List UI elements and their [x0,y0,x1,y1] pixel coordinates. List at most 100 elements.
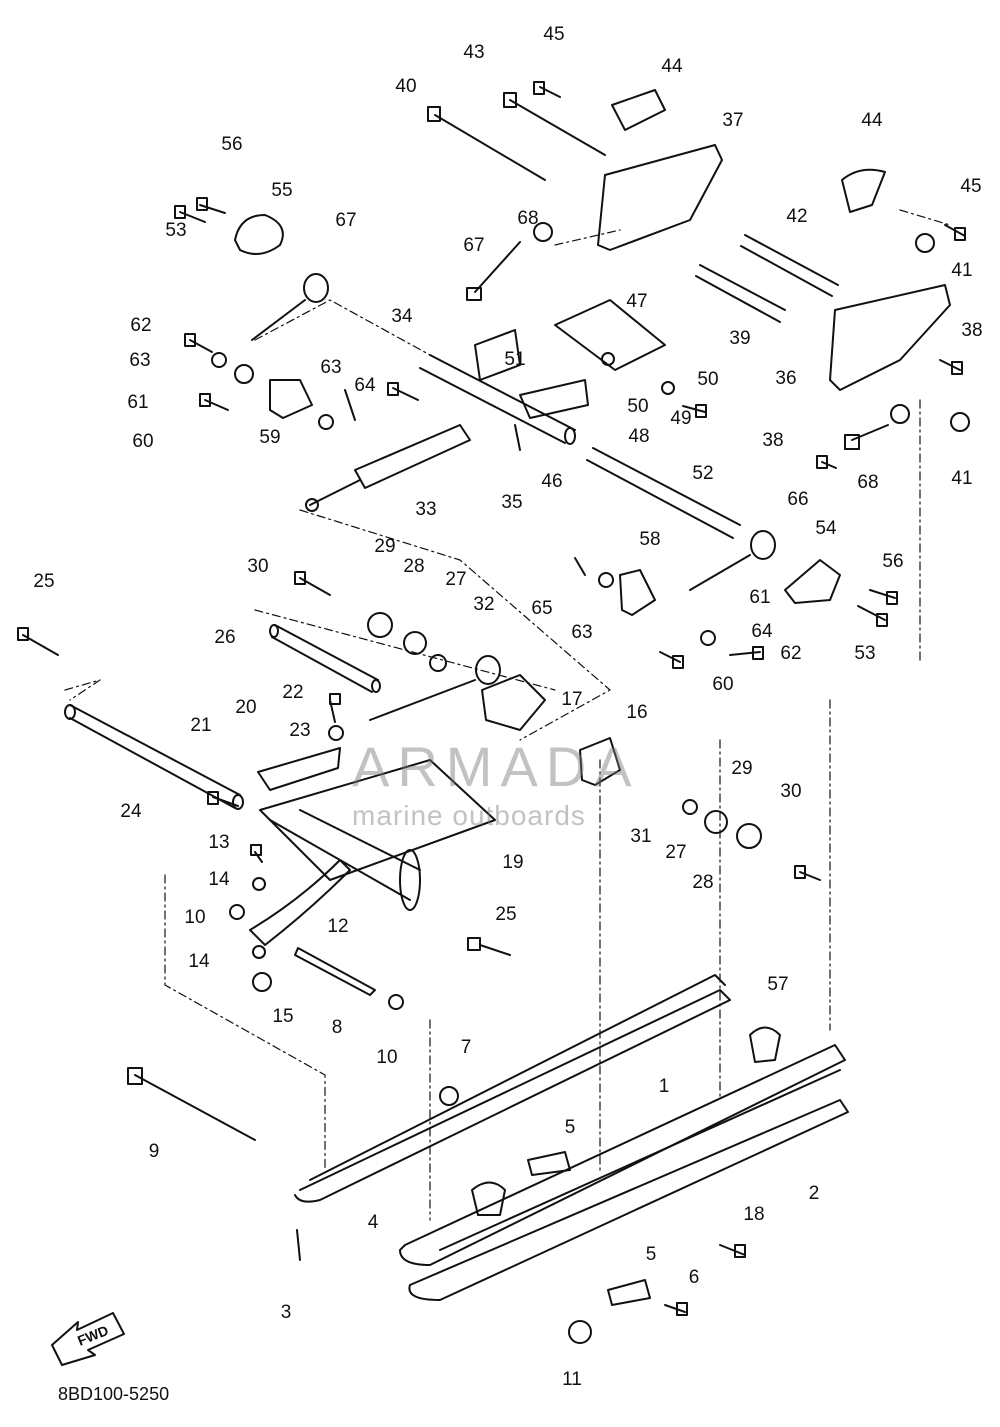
shaft-46 [419,354,576,445]
callout-38: 38 [961,320,982,341]
callout-15: 15 [272,1006,293,1027]
shaft-52 [586,447,741,539]
callout-67: 67 [463,235,484,256]
callout-51: 51 [504,349,525,370]
callout-16: 16 [626,702,647,723]
callout-29: 29 [374,536,395,557]
callout-25: 25 [495,904,516,925]
callout-26: 26 [214,627,235,648]
callout-56: 56 [882,551,903,572]
callout-17: 17 [561,689,582,710]
callout-50: 50 [627,396,648,417]
callout-61: 61 [127,392,148,413]
callout-3: 3 [281,1302,292,1323]
callout-49: 49 [670,408,691,429]
callout-66: 66 [787,489,808,510]
callout-1: 1 [659,1076,670,1097]
callout-67: 67 [335,210,356,231]
callout-13: 13 [208,832,229,853]
callout-68: 68 [517,208,538,229]
callout-55: 55 [271,180,292,201]
fwd-label: FWD [75,1322,111,1349]
shaft-39 [695,264,786,323]
callout-8: 8 [332,1017,343,1038]
callout-47: 47 [626,291,647,312]
bolt-43 [503,92,606,156]
callout-36: 36 [775,368,796,389]
watermark-brand: ARMADA [352,735,640,798]
callout-58: 58 [639,529,660,550]
callout-32: 32 [473,594,494,615]
callout-14: 14 [208,869,230,890]
callout-numbers: 1234556789101011121314141516171819202122… [33,24,982,1390]
callout-5: 5 [646,1244,657,1265]
watermark-subtitle: marine outboards [352,800,586,831]
callout-48: 48 [628,426,649,447]
brackets-and-blocks [234,89,886,1306]
callout-52: 52 [692,463,713,484]
callout-28: 28 [403,556,424,577]
callout-42: 42 [786,206,807,227]
callout-38: 38 [762,430,783,451]
callout-14: 14 [188,951,210,972]
callout-24: 24 [120,801,142,822]
fwd-arrow-icon [51,1312,125,1366]
bracket-37 [597,144,723,251]
callout-23: 23 [289,720,310,741]
callout-10: 10 [184,907,205,928]
callout-29: 29 [731,758,752,779]
spring-65 [689,530,776,591]
callout-30: 30 [780,781,801,802]
callout-11: 11 [562,1369,582,1390]
callout-34: 34 [391,306,413,327]
callout-33: 33 [415,499,436,520]
callout-62: 62 [130,315,151,336]
spring-32 [369,655,501,721]
callout-64: 64 [751,621,773,642]
callout-9: 9 [149,1141,160,1162]
callout-43: 43 [463,42,484,63]
callout-65: 65 [531,598,552,619]
assembly-leader-lines [64,209,951,1221]
small-hardware [211,222,970,1344]
callout-12: 12 [327,916,348,937]
spring-66 [251,273,329,341]
link-47 [554,299,666,371]
callout-44: 44 [861,110,883,131]
callout-63: 63 [129,350,150,371]
callout-54: 54 [815,518,837,539]
callout-21: 21 [190,715,211,736]
callout-4: 4 [368,1212,379,1233]
callout-60: 60 [712,674,733,695]
callout-20: 20 [235,697,256,718]
callout-28: 28 [692,872,713,893]
callout-63: 63 [320,357,341,378]
callout-62: 62 [780,643,801,664]
callout-10: 10 [376,1047,397,1068]
callout-61: 61 [749,587,770,608]
callout-45: 45 [960,176,981,197]
callout-60: 60 [132,431,153,452]
callout-30: 30 [247,556,268,577]
shaft-26 [269,624,381,693]
callout-25: 25 [33,571,54,592]
callout-64: 64 [354,375,376,396]
callout-40: 40 [395,76,416,97]
callout-18: 18 [743,1204,764,1225]
shock-absorber-33 [305,424,471,512]
callout-56: 56 [221,134,242,155]
bolt-40 [427,106,546,181]
callout-44: 44 [661,56,683,77]
callout-27: 27 [665,842,686,863]
ski-assembly-front [294,974,849,1301]
callout-7: 7 [461,1037,472,1058]
bracket-36 [829,284,951,391]
callout-22: 22 [282,682,303,703]
callout-46: 46 [541,471,562,492]
callout-19: 19 [502,852,523,873]
drawing-code: 8BD100-5250 [58,1384,170,1404]
callout-53: 53 [854,643,875,664]
callout-53: 53 [165,220,186,241]
bracket-20 [257,747,341,791]
